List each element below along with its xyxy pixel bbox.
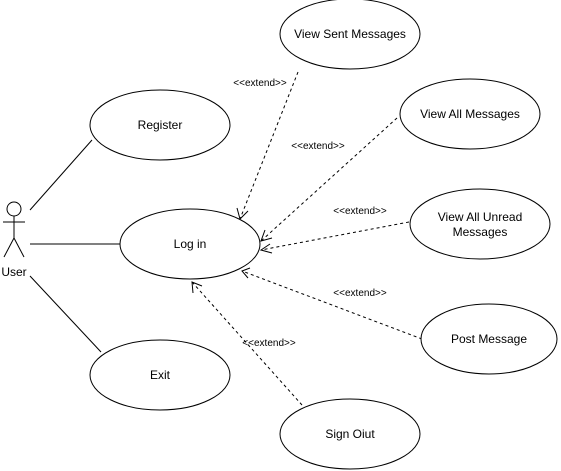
usecase-view-sent-shape [279, 0, 421, 70]
extend-arrow-view-unread [259, 243, 273, 254]
usecase-view-sent-messages[interactable]: View Sent Messages [279, 0, 421, 70]
usecase-exit[interactable]: Exit [89, 339, 231, 411]
extend-arrow-sign-out [191, 281, 203, 294]
usecase-register[interactable]: Register [89, 89, 231, 161]
usecase-view-all-unread-messages[interactable]: View All Unread Messages [409, 188, 551, 260]
usecase-view-sent-label: View Sent Messages [294, 27, 406, 41]
usecase-login[interactable]: Log in [119, 208, 261, 280]
usecase-view-all-messages[interactable]: View All Messages [399, 78, 541, 150]
extend-line-view-all [260, 117, 398, 242]
actor-label: User [1, 265, 26, 279]
extend-line-post [241, 270, 423, 340]
usecase-register-shape [89, 89, 231, 161]
actor-head [6, 201, 22, 217]
usecase-sign-out[interactable]: Sign Oiut [279, 398, 421, 470]
usecase-post-message[interactable]: Post Message [420, 303, 558, 375]
usecase-login-label: Log in [174, 237, 207, 251]
usecase-view-unread-label-line1: View All Unread [438, 210, 523, 224]
usecase-view-all-label: View All Messages [420, 107, 520, 121]
usecase-login-shape [119, 208, 261, 280]
usecase-view-unread-shape [409, 188, 551, 260]
extend-line-view-unread [260, 221, 410, 251]
usecase-post-shape [420, 303, 558, 375]
extend-label-view-sent: <<extend>> [233, 78, 287, 89]
usecase-post-label: Post Message [451, 332, 527, 346]
usecase-register-label: Register [138, 118, 183, 132]
extend-arrow-post [241, 267, 251, 279]
usecase-exit-label: Exit [150, 368, 171, 382]
actor-right-leg [13, 237, 25, 258]
actor-left-leg [3, 237, 15, 258]
extend-arrow-view-all [260, 229, 273, 242]
extend-label-view-all: <<extend>> [291, 141, 345, 152]
usecase-sign-out-shape [279, 398, 421, 470]
extend-label-sign-out: <<extend>> [242, 338, 296, 349]
actor-user[interactable]: User [1, 201, 27, 279]
usecase-exit-shape [89, 339, 231, 411]
extend-label-post: <<extend>> [333, 288, 387, 299]
association-exit [29, 275, 102, 353]
usecase-view-all-shape [399, 78, 541, 150]
association-register [29, 139, 93, 211]
extend-line-view-sent [239, 71, 299, 220]
usecase-sign-out-label: Sign Oiut [325, 427, 375, 441]
usecase-view-unread-label-line2: Messages [453, 225, 508, 239]
extend-label-view-unread: <<extend>> [333, 206, 387, 217]
